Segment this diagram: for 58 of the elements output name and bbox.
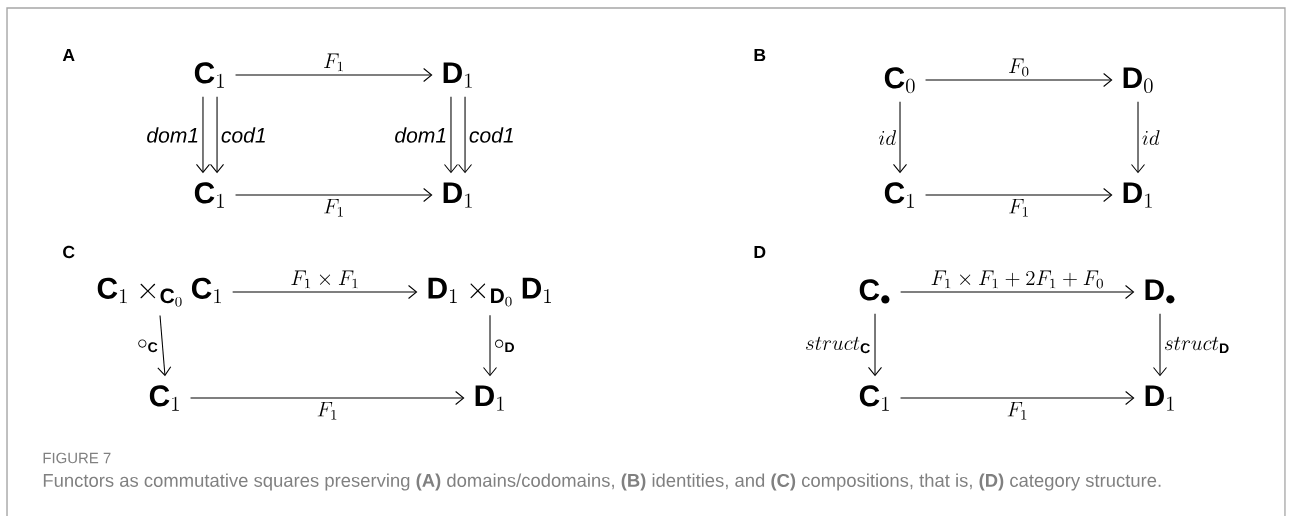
edge-label: $F_1$ xyxy=(324,53,343,72)
arrow xyxy=(195,96,210,174)
edge-label: $\mathit{dom1}$ xyxy=(147,127,198,143)
arrow xyxy=(900,391,1135,406)
arrow xyxy=(458,96,473,174)
edge-label: $F_1$ xyxy=(1007,401,1027,420)
figure-number: FIGURE 7 xyxy=(43,452,111,464)
edge-label: $F_0$ xyxy=(1009,58,1029,77)
math-term: $\mathbf{C}_1$ xyxy=(149,385,179,411)
math-term: $\mathbf{D}_1$ xyxy=(443,62,472,88)
edge-label: $\mathit{cod1}$ xyxy=(221,127,265,143)
math-term: $\mathbf{C}_1$ xyxy=(859,385,889,411)
arrow xyxy=(190,391,465,406)
edge-label: $\circ_{\mathbf{C}}$ xyxy=(138,339,158,353)
arrow xyxy=(210,96,225,174)
math-term: $\mathbf{C}_\bullet$ xyxy=(859,279,890,304)
arrow xyxy=(157,314,172,377)
edge-label: $\circ_{\mathbf{D}}$ xyxy=(495,339,514,353)
edge-label: $F_1 \times F_1$ xyxy=(291,270,358,289)
panel-letter: C xyxy=(63,245,75,259)
arrow xyxy=(235,188,433,203)
caption: Functors as commutative squares preserving (A) domains/codomains, (B) identities, and (C) compositions, that is, (D) category structure. xyxy=(43,473,1161,491)
arrow xyxy=(900,284,1135,300)
edge-label: $struct_{\mathbf{C}}$ xyxy=(806,336,870,354)
arrow xyxy=(868,313,883,377)
math-term: $\mathbf{D}_1 \times_{\mathbf{D}_0} \mathbf{D}_1$ xyxy=(428,277,551,307)
edge-label: $id$ xyxy=(1142,130,1160,146)
math-term: $\mathbf{C}_0$ xyxy=(884,67,915,94)
arrow xyxy=(443,96,458,174)
panel-letter: A xyxy=(62,48,75,62)
arrow xyxy=(1131,101,1146,174)
math-term: $\mathbf{D}_0$ xyxy=(1123,67,1153,93)
edge-label: $F_1 \times F_1 + 2F_1 + F_0$ xyxy=(931,270,1103,289)
edge-label: $F_1$ xyxy=(324,198,343,217)
edge-label: $F_1$ xyxy=(317,401,337,420)
arrow xyxy=(925,73,1113,88)
math-term: $\mathbf{C}_1$ xyxy=(194,62,224,88)
edge-label: $struct_{\mathbf{D}}$ xyxy=(1164,336,1229,354)
edge-label: $\mathit{dom1}$ xyxy=(395,127,446,143)
math-term: $\mathbf{D}_1$ xyxy=(475,385,504,411)
edge-label: $F_1$ xyxy=(1009,198,1028,217)
edge-label: $id$ xyxy=(878,130,897,146)
arrow xyxy=(235,68,433,83)
math-term: $\mathbf{D}_1$ xyxy=(1145,385,1174,411)
arrow xyxy=(483,314,498,377)
math-term: $\mathbf{D}_1$ xyxy=(1123,182,1152,208)
panel-letter: B xyxy=(754,48,766,62)
arrow xyxy=(893,101,908,174)
edge-label: $\mathit{cod1}$ xyxy=(469,127,513,143)
math-term: $\mathbf{C}_1 \times_{\mathbf{C}_0} \mathbf{C}_1$ xyxy=(97,277,221,307)
math-term: $\mathbf{C}_1$ xyxy=(194,182,224,208)
arrow xyxy=(232,284,418,300)
panel-letter: D xyxy=(754,245,766,259)
arrow xyxy=(925,188,1113,203)
math-term: $\mathbf{D}_\bullet$ xyxy=(1145,279,1175,304)
math-term: $\mathbf{C}_1$ xyxy=(884,182,914,208)
math-term: $\mathbf{D}_1$ xyxy=(443,182,472,208)
arrow xyxy=(1153,313,1168,377)
